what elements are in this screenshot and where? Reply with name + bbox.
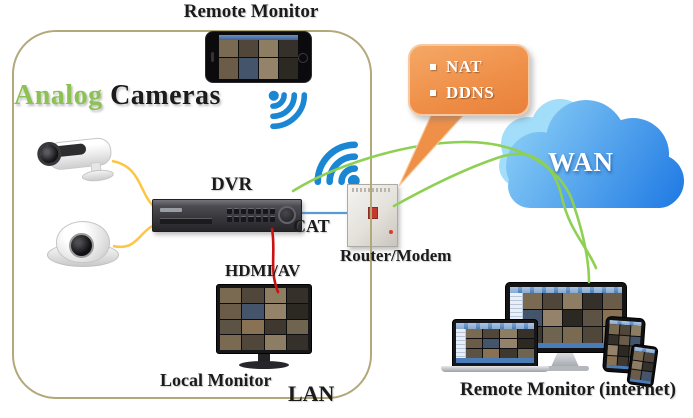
- callout-item-label: NAT: [446, 57, 483, 76]
- callout-item: NAT: [430, 57, 528, 77]
- remote-monitor-internet-label: Remote Monitor (internet): [460, 379, 676, 400]
- callout-item: DDNS: [430, 83, 528, 103]
- local-monitor-label: Local Monitor: [160, 370, 272, 390]
- dvr-device: [152, 199, 302, 232]
- remote-monitor-title: Remote Monitor: [183, 1, 319, 22]
- vms-toolbar: [456, 323, 534, 329]
- local-monitor: [216, 284, 312, 372]
- dvr-buttons: [227, 208, 275, 222]
- dome-camera: [47, 221, 119, 269]
- remote-laptop: [452, 319, 538, 367]
- camera-lens: [69, 233, 94, 258]
- nat-ddns-callout: NAT DDNS: [408, 44, 530, 116]
- bullet-camera: [35, 127, 120, 191]
- desktop-base: [541, 366, 589, 371]
- monitor-base: [239, 361, 289, 369]
- phone-speaker: [211, 52, 214, 62]
- camera-mount-base: [81, 168, 115, 183]
- router-modem-label: Router/Modem: [340, 246, 452, 265]
- vms-app-screen: [456, 323, 534, 363]
- hdmi-av-label: HDMI/AV: [225, 261, 301, 280]
- vms-sidebar: [456, 329, 466, 358]
- analog-word: Analog: [14, 80, 103, 111]
- remote-monitor-phone: [205, 31, 312, 83]
- dvr-label: DVR: [211, 174, 253, 195]
- wifi-icon: [248, 70, 327, 149]
- wan-label: WAN: [548, 147, 615, 177]
- callout-item-label: DDNS: [446, 83, 495, 102]
- cameras-word: Cameras: [110, 80, 221, 111]
- phone-home-button: [298, 53, 308, 63]
- desktop-stand: [551, 353, 579, 367]
- phone-screen: [219, 35, 298, 79]
- square-bullet-icon: [430, 64, 436, 70]
- dvr-brand-mark: [160, 208, 182, 212]
- camera-grid: [465, 329, 534, 358]
- vms-statusbar: [510, 343, 622, 348]
- phone-app-toolbar: [219, 35, 298, 40]
- router-vents: [352, 188, 392, 192]
- camera-grid: [630, 350, 655, 382]
- camera-grid: [219, 35, 298, 79]
- camera-grid: [220, 288, 308, 350]
- laptop-base: [441, 366, 549, 372]
- router-led: [389, 230, 393, 234]
- lan-label: LAN: [288, 381, 335, 406]
- cat-label: CAT: [293, 216, 330, 236]
- router-modem-device: [347, 184, 398, 247]
- router-logo: [368, 207, 378, 219]
- dvr-disc-slot: [160, 218, 212, 224]
- vms-statusbar: [456, 358, 534, 363]
- square-bullet-icon: [430, 90, 436, 96]
- monitor-bezel: [216, 284, 312, 354]
- analog-cameras-heading: Analog Cameras: [14, 80, 221, 112]
- monitor-neck: [258, 354, 270, 362]
- vms-toolbar: [510, 287, 622, 293]
